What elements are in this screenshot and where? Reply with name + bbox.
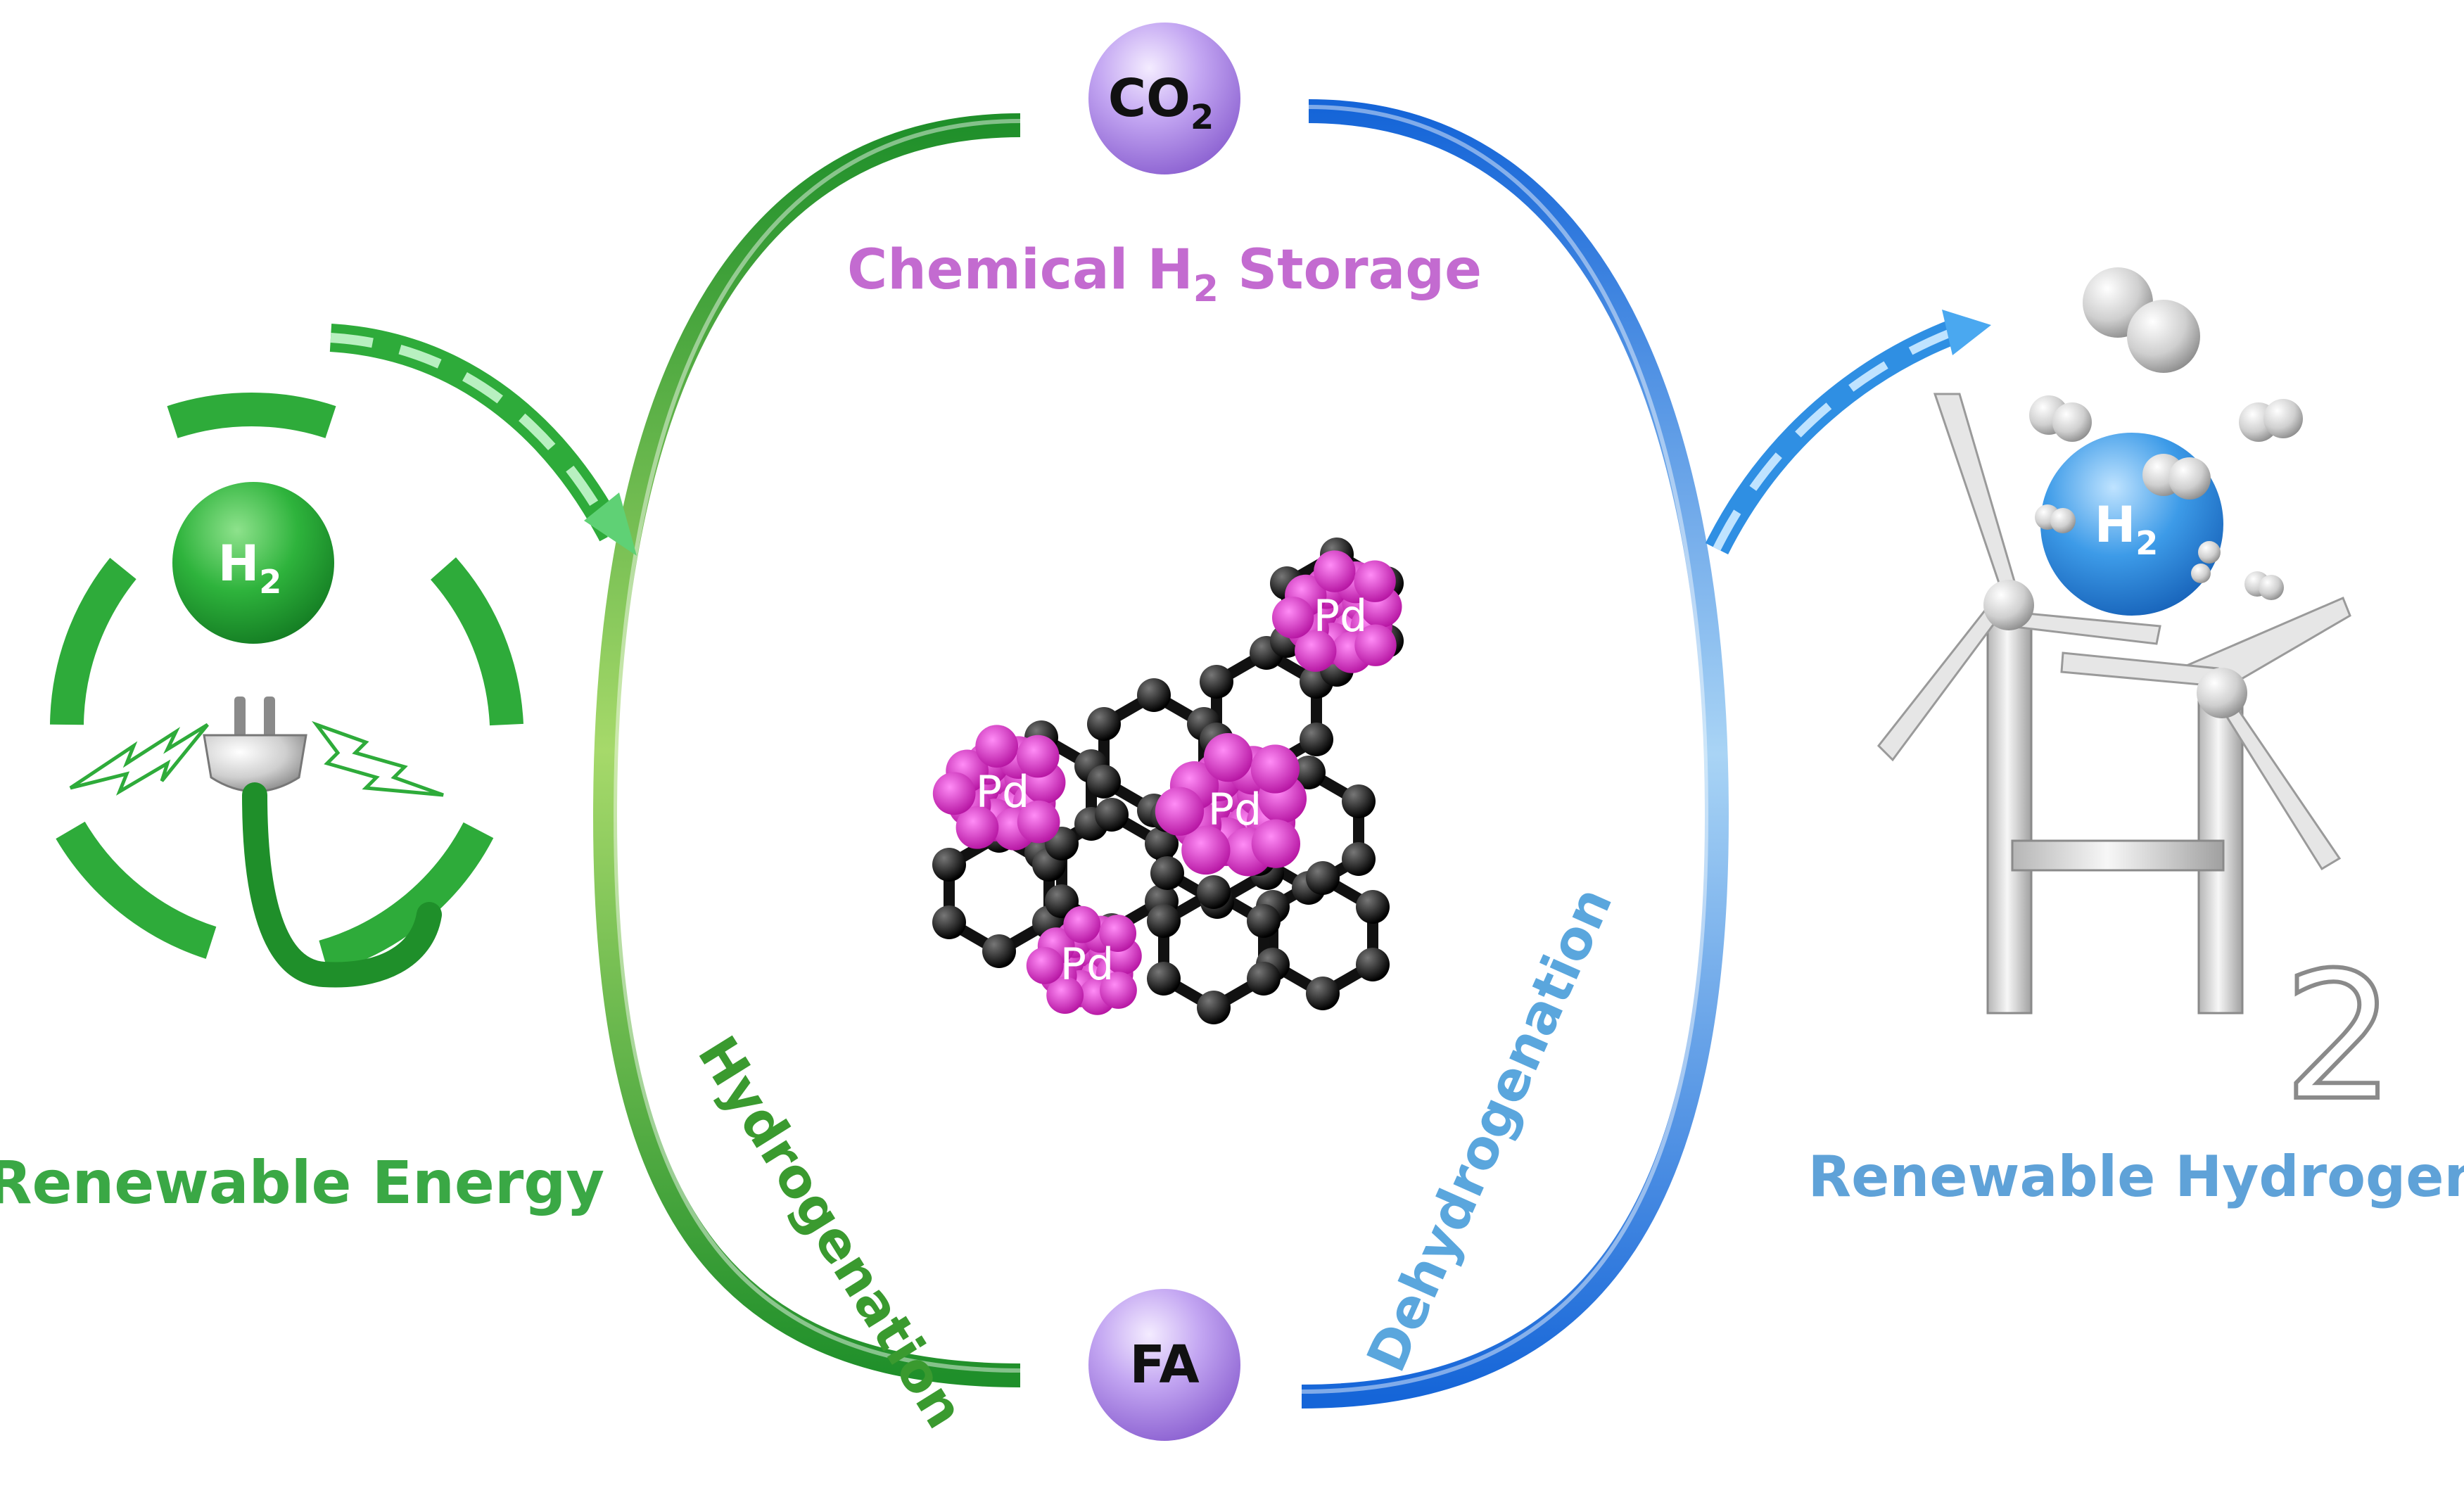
carbon-atom — [1342, 842, 1376, 876]
svg-text:CO2: CO2 — [1108, 68, 1214, 137]
carbon-atom — [1197, 875, 1231, 909]
carbon-atom — [932, 905, 966, 939]
pd-cluster: Pd — [932, 725, 1066, 851]
renewable-energy-caption: Renewable Energy — [0, 1148, 604, 1217]
carbon-atom — [1300, 723, 1334, 756]
pd-label: Pd — [1060, 939, 1114, 990]
pd-label: Pd — [1314, 590, 1368, 642]
carbon-atom — [1095, 798, 1129, 832]
svg-text:H2: H2 — [2095, 496, 2159, 562]
carbon-atom — [1306, 861, 1340, 895]
hydrogenation-label: Hydrogenation — [686, 1025, 977, 1439]
carbon-atom — [1356, 948, 1390, 981]
h2-molecules — [2029, 267, 2303, 600]
carbon-atom — [1247, 962, 1281, 996]
co2-subscript: 2 — [1190, 98, 1214, 137]
carbon-atom — [1356, 890, 1390, 924]
pd-cluster: Pd — [1155, 732, 1307, 877]
carbon-atom — [1197, 991, 1231, 1024]
renewable-hydrogen-caption: Renewable Hydrogen — [1808, 1144, 2464, 1209]
carbon-atom — [1086, 707, 1121, 741]
pd-cluster: Pd — [1271, 550, 1402, 673]
carbon-atom — [1342, 784, 1376, 818]
energy-h2-node: H2 — [172, 482, 334, 644]
fa-node: FA — [1088, 1289, 1240, 1441]
hydrogenation-arc — [592, 113, 1021, 1387]
co2-label: CO — [1108, 68, 1190, 129]
storage-label: Chemical H2 Storage — [847, 239, 1482, 310]
renewable-hydrogen-panel: 2 H2 Renewable Hydrogen — [1705, 267, 2464, 1209]
fa-label: FA — [1129, 1335, 1199, 1395]
carbon-atom — [1146, 962, 1181, 996]
carbon-atom — [982, 934, 1016, 968]
carbon-atom — [1292, 756, 1326, 789]
carbon-atom — [1145, 827, 1179, 860]
energy-arrow — [329, 324, 637, 556]
carbon-atom — [1150, 856, 1184, 890]
dehydrogenation-arc — [1301, 99, 1729, 1409]
carbon-atom — [1247, 904, 1281, 938]
lightning-icon — [69, 720, 444, 797]
renewable-energy-panel: H2 Renewable Energy — [0, 324, 637, 1217]
pd-cluster: Pd — [1026, 905, 1142, 1015]
carbon-atom — [932, 848, 966, 882]
co2-node: CO2 — [1088, 23, 1240, 174]
carbon-atom — [1306, 977, 1340, 1010]
carbon-atom — [1137, 678, 1171, 712]
carbon-atom — [1086, 765, 1121, 799]
center-cycle: CO2 FA Chemical H2 Storage Hydrogenation… — [592, 23, 1729, 1441]
svg-text:H2: H2 — [218, 535, 282, 601]
pd-label: Pd — [976, 766, 1030, 818]
carbon-atom — [1146, 904, 1181, 938]
pd-label: Pd — [1208, 784, 1262, 835]
h2-turbine-glyph: 2 — [1876, 393, 2397, 1141]
carbon-atom — [1044, 884, 1079, 918]
hydrogen-arrow — [1705, 310, 1991, 555]
plug-icon — [203, 697, 442, 988]
carbon-atom — [1199, 665, 1233, 699]
big-glyph-subscript: 2 — [2283, 934, 2395, 1139]
energy-ring — [50, 393, 523, 974]
